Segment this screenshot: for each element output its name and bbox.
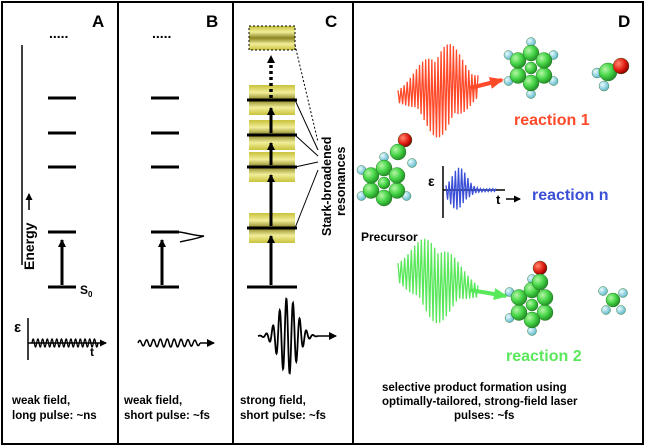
- reaction-1-label: reaction 1: [514, 112, 590, 129]
- time-symbol-d: t: [496, 192, 501, 207]
- pointer-1: [294, 99, 319, 151]
- panel-a: A Energy ..... S0 ε t weak field, long p…: [11, 12, 107, 422]
- svg-text:Stark-broadened: Stark-broadened: [320, 137, 334, 236]
- precursor-carbon: [377, 176, 391, 190]
- panel-b-letter: B: [206, 12, 218, 31]
- product2b-hydrogen: [598, 286, 608, 296]
- upper-levels-dots-b: .....: [152, 25, 171, 41]
- pulse-reaction-2: [397, 238, 479, 324]
- strong-short-pulse: [257, 297, 319, 375]
- molecule-models: [356, 37, 630, 336]
- product2-carbon: [523, 311, 541, 329]
- caption-a-1: weak field,: [11, 395, 70, 407]
- precursor-carbon: [389, 143, 407, 161]
- product1-carbon: [509, 67, 527, 84]
- product1b-oxygen: [612, 57, 630, 75]
- precursor-carbon: [375, 189, 393, 207]
- precursor-oxygen: [397, 132, 413, 148]
- panel-c: C Stark-broadened resonances strong fiel…: [240, 12, 348, 422]
- product2-carbon: [510, 304, 528, 321]
- caption-c-1: strong field,: [240, 395, 306, 407]
- svg-text:Energy: Energy: [21, 222, 37, 270]
- reaction-n-label: reaction n: [532, 187, 608, 204]
- product1-carbon: [522, 44, 540, 62]
- panel-d: D ε t reaction 1 reaction n reaction 2 P…: [356, 12, 630, 422]
- field-symbol-a: ε: [14, 319, 21, 336]
- panel-d-letter: D: [618, 12, 630, 31]
- product2-carbon: [525, 298, 539, 312]
- product2b-hydrogen: [616, 305, 626, 315]
- arrow-reaction-2: [469, 288, 508, 300]
- pulse-reaction-1: [397, 44, 479, 138]
- product2b-carbon: [605, 292, 621, 308]
- time-symbol-a: t: [90, 345, 94, 359]
- caption-d-2: optimally-tailored, strong-field laser: [382, 396, 578, 408]
- product2b-hydrogen: [601, 305, 611, 315]
- pointer-4: [294, 169, 319, 229]
- product2-carbon: [536, 289, 554, 306]
- product1-carbon: [509, 52, 527, 69]
- precursor-carbon: [388, 167, 406, 184]
- caption-b-2: short pulse: ~fs: [124, 410, 210, 422]
- precursor-carbon: [362, 167, 380, 184]
- upper-levels-dots: .....: [49, 25, 68, 41]
- precursor-carbon: [362, 182, 380, 199]
- product2b-hydrogen: [618, 288, 628, 298]
- stark-band-top: [248, 25, 296, 51]
- arrow-reaction-1: [469, 77, 504, 90]
- pointer-3: [294, 161, 319, 168]
- precursor-hydrogen: [407, 158, 417, 168]
- pulse-reaction-n: [445, 167, 497, 210]
- product1b-hydrogen: [598, 80, 610, 92]
- caption-c-2: short pulse: ~fs: [240, 410, 326, 422]
- pointer-dotted: [294, 44, 319, 143]
- panel-a-letter: A: [92, 12, 104, 31]
- caption-b-1: weak field,: [123, 395, 182, 407]
- precursor-label: Precursor: [361, 230, 418, 244]
- product1-carbon: [535, 52, 553, 69]
- short-pulse-wave-weak: [137, 338, 201, 348]
- product1-carbon: [522, 74, 540, 92]
- product1-carbon: [524, 61, 538, 75]
- product2-oxygen: [532, 260, 548, 276]
- ground-state-label: S0: [80, 283, 93, 299]
- long-pulse-wave: [31, 338, 99, 348]
- panel-b: B ..... weak field, short pulse: ~fs: [123, 12, 218, 422]
- field-symbol-d: ε: [428, 173, 435, 189]
- stark-label: Stark-broadened resonances: [320, 137, 348, 236]
- caption-d-3: pulses: ~fs: [454, 410, 514, 422]
- broadening-mark: [178, 231, 205, 243]
- reaction-2-label: reaction 2: [506, 348, 582, 365]
- svg-text:resonances: resonances: [334, 146, 348, 216]
- panel-c-letter: C: [325, 12, 337, 31]
- product2-carbon: [531, 273, 549, 291]
- product2-carbon: [510, 289, 528, 306]
- precursor-carbon: [375, 159, 393, 177]
- pointer-2: [294, 134, 319, 157]
- caption-a-2: long pulse: ~ns: [12, 410, 97, 422]
- energy-label: Energy: [21, 193, 37, 270]
- caption-d-1: selective product formation using: [382, 382, 567, 394]
